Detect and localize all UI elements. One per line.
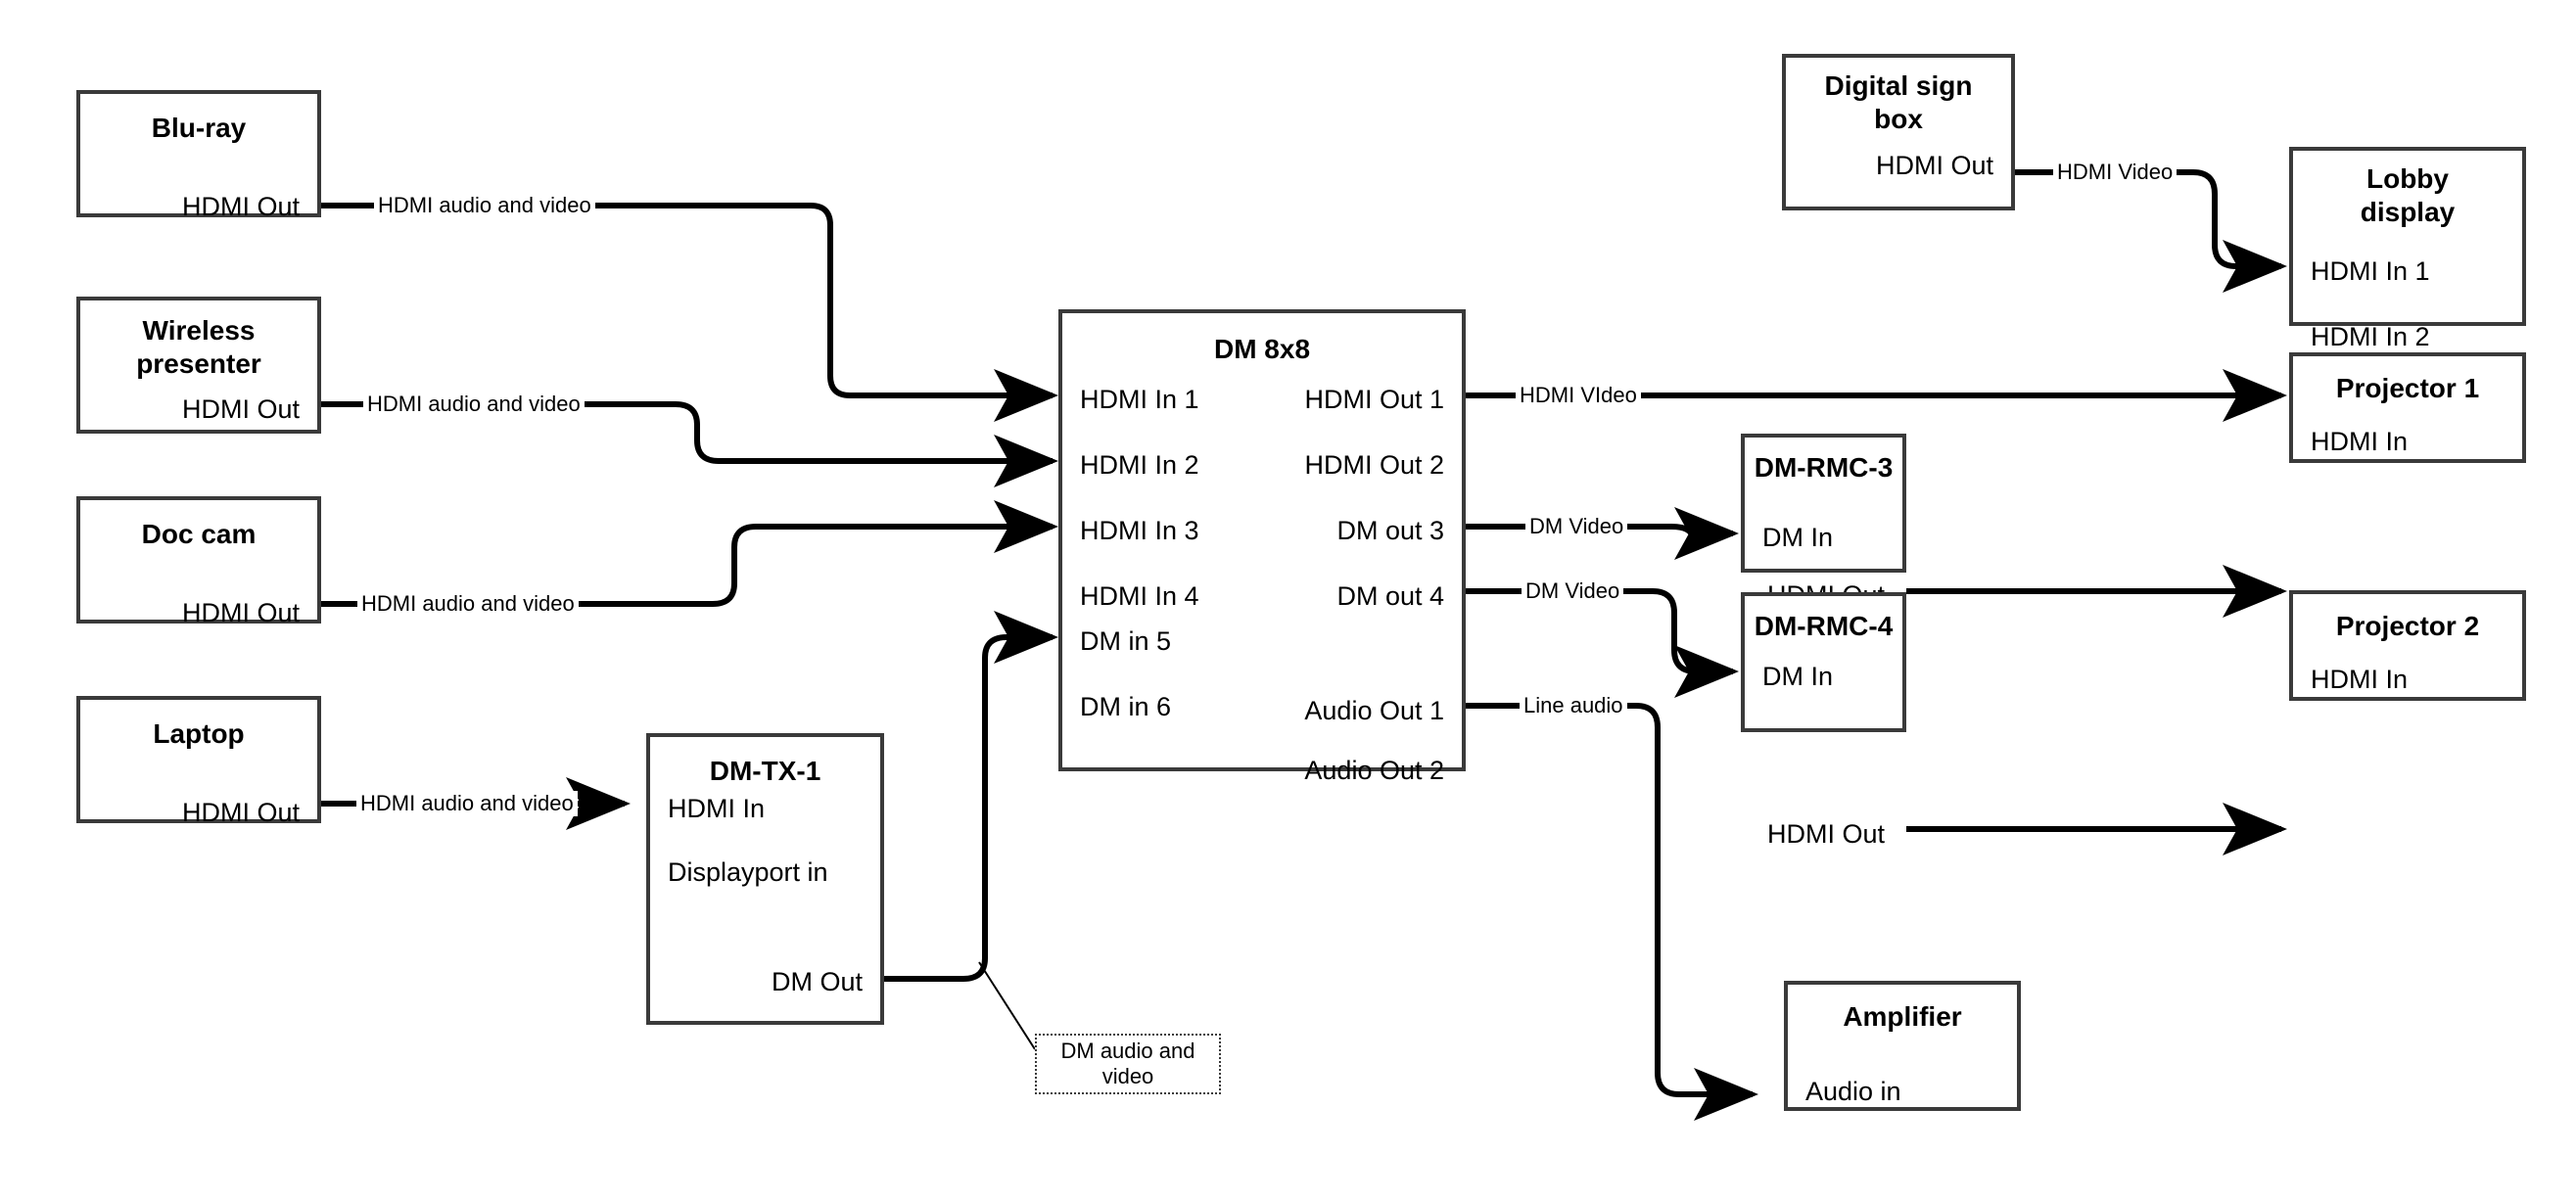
node-dm-8x8-output-hdmi-out-1: HDMI Out 1 [1304, 385, 1444, 414]
wire-dmtx1-to-dm8x8-dm-in-5 [884, 611, 1058, 982]
node-bluray-port-hdmi-out: HDMI Out [181, 192, 300, 221]
wire-bluray-to-dm8x8-hdmi-in-1 [320, 203, 1058, 422]
wire-label-digitalsign-to-lobby: HDMI Video [2053, 160, 2178, 185]
node-dm-8x8-input-dm-in-6: DM in 6 [1080, 692, 1172, 721]
wire-label-wireless-to-dm8x8: HDMI audio and video [363, 392, 585, 417]
node-wireless-presenter-port-hdmi-out: HDMI Out [181, 394, 300, 424]
node-projector-2-title: Projector 2 [2335, 611, 2480, 641]
node-lobby-display[interactable]: Lobby display HDMI In 1 HDMI In 2 HDMI I… [2289, 147, 2526, 415]
node-dm-tx-1[interactable]: DM-TX-1 HDMI In Displayport in DM Out [646, 733, 884, 1025]
node-wireless-presenter[interactable]: Wireless presenter HDMI Out [76, 297, 321, 434]
node-digital-sign-box-title-line2: box [1874, 104, 1923, 134]
wire-digitalsign-to-lobby-hdmi-in-1 [2015, 169, 2287, 293]
node-dm-8x8-output-dm-out-4: DM out 4 [1336, 581, 1444, 611]
node-dm-8x8-input-hdmi-in-4: HDMI In 4 [1080, 581, 1199, 611]
node-projector-1-title: Projector 1 [2335, 373, 2480, 403]
node-laptop[interactable]: Laptop HDMI Out [76, 696, 321, 827]
node-dm-8x8-input-dm-in-5: DM in 5 [1080, 626, 1172, 656]
wire-dm8x8-audio-out-1-to-amplifier [1466, 703, 1758, 1121]
wire-label-doccam-to-dm8x8: HDMI audio and video [357, 591, 579, 617]
node-projector-1[interactable]: Projector 1 HDMI In [2289, 352, 2526, 463]
node-dm-tx-1-port-dm-out: DM Out [771, 967, 863, 996]
node-lobby-display-title-line2: display [2360, 197, 2456, 227]
node-laptop-title: Laptop [153, 718, 245, 749]
node-wireless-presenter-title-line2: presenter [136, 348, 261, 379]
node-dm-8x8-output-hdmi-out-2: HDMI Out 2 [1304, 450, 1444, 480]
wire-label-dm8x8-out1-to-lobby: HDMI VIdeo [1516, 383, 1641, 408]
node-bluray[interactable]: Blu-ray HDMI Out [76, 90, 321, 221]
node-lobby-display-input-hdmi-in-2: HDMI In 2 [2311, 322, 2430, 351]
node-lobby-display-title-line1: Lobby [2366, 163, 2449, 194]
node-dm-rmc-4-port-hdmi-out: HDMI Out [1766, 819, 1885, 849]
node-wireless-presenter-title-line1: Wireless [142, 315, 256, 346]
node-dm-8x8-input-hdmi-in-1: HDMI In 1 [1080, 385, 1199, 414]
node-dm-8x8-title: DM 8x8 [1213, 334, 1311, 364]
node-dm-8x8-input-hdmi-in-3: HDMI In 3 [1080, 516, 1199, 545]
node-amplifier-title: Amplifier [1843, 1001, 1962, 1032]
note-dm-audio-and-video: DM audio and video [1035, 1034, 1221, 1094]
node-lobby-display-input-hdmi-in-1: HDMI In 1 [2311, 256, 2430, 286]
wire-label-dm8x8-out4-to-rmc4: DM Video [1522, 578, 1624, 604]
node-dm-rmc-4-port-dm-in: DM In [1762, 662, 1834, 691]
node-doc-cam[interactable]: Doc cam HDMI Out [76, 496, 321, 627]
node-amplifier-port-audio-in: Audio in [1805, 1077, 1901, 1106]
leader-line-dm-audio-video-note [978, 961, 1036, 1050]
node-projector-2-port-hdmi-in: HDMI In [2311, 665, 2409, 694]
node-dm-rmc-3[interactable]: DM-RMC-3 DM In HDMI Out [1741, 434, 1906, 610]
wire-label-dm8x8-audio-to-amplifier: Line audio [1520, 693, 1627, 718]
node-digital-sign-box[interactable]: Digital sign box HDMI Out [1782, 54, 2015, 210]
wire-label-laptop-to-dmtx1: HDMI audio and video [356, 791, 578, 816]
node-digital-sign-box-title-line1: Digital sign [1824, 70, 1973, 101]
node-dm-tx-1-port-displayport-in: Displayport in [668, 857, 828, 887]
node-projector-1-port-hdmi-in: HDMI In [2311, 427, 2409, 456]
node-doc-cam-port-hdmi-out: HDMI Out [181, 598, 300, 627]
node-dm-8x8[interactable]: DM 8x8 HDMI In 1 HDMI In 2 HDMI In 3 HDM… [1058, 309, 1466, 785]
node-dm-8x8-input-hdmi-in-2: HDMI In 2 [1080, 450, 1199, 480]
node-amplifier[interactable]: Amplifier Audio in [1784, 981, 2021, 1111]
wire-label-bluray-to-dm8x8: HDMI audio and video [374, 193, 595, 218]
node-dm-8x8-output-dm-out-3: DM out 3 [1336, 516, 1444, 545]
node-bluray-title: Blu-ray [151, 113, 247, 143]
node-dm-8x8-output-audio-out-1: Audio Out 1 [1304, 696, 1444, 725]
node-laptop-port-hdmi-out: HDMI Out [181, 798, 300, 827]
wire-label-dm8x8-out3-to-rmc3: DM Video [1525, 514, 1628, 539]
node-dm-rmc-4-title: DM-RMC-4 [1754, 611, 1894, 641]
node-dm-rmc-4[interactable]: DM-RMC-4 DM In HDMI Out [1741, 592, 1906, 849]
node-dm-8x8-output-audio-out-2: Audio Out 2 [1304, 756, 1444, 785]
node-dm-rmc-3-title: DM-RMC-3 [1754, 452, 1894, 483]
node-dm-tx-1-port-hdmi-in: HDMI In [668, 794, 766, 823]
node-doc-cam-title: Doc cam [141, 519, 257, 549]
node-digital-sign-box-port-hdmi-out: HDMI Out [1875, 151, 1993, 180]
node-projector-2[interactable]: Projector 2 HDMI In [2289, 590, 2526, 701]
node-dm-rmc-3-port-dm-in: DM In [1762, 523, 1834, 552]
node-dm-tx-1-title: DM-TX-1 [709, 756, 821, 786]
